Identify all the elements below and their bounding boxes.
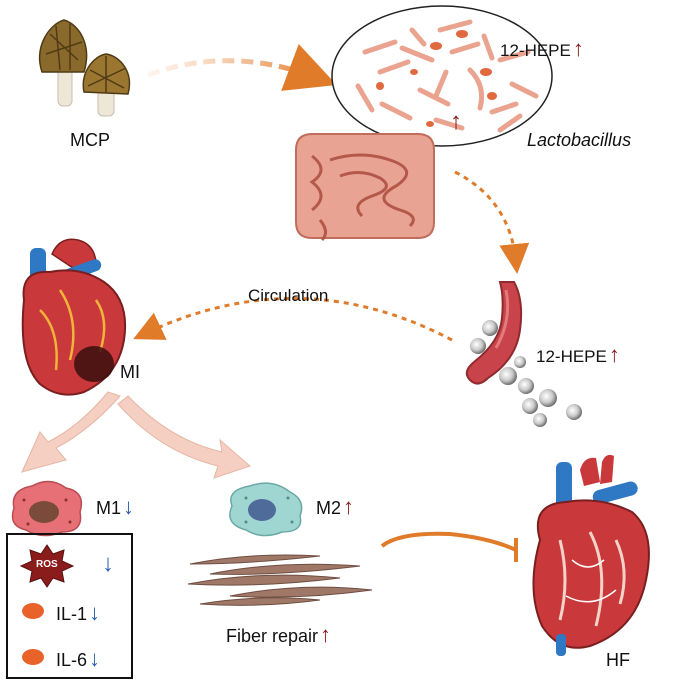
bacteria-up-arrow-icon: ↑: [450, 108, 462, 135]
mcp-label: MCP: [70, 130, 110, 150]
intestine-icon: [295, 133, 435, 242]
down-arrow-icon: ↓: [123, 494, 135, 519]
lactobacillus-label: Lactobacillus: [527, 130, 632, 150]
mi-to-m2-arrow: [117, 395, 251, 479]
il-1-dot-icon: [22, 603, 44, 619]
ros-label: ROS: [36, 559, 58, 570]
up-arrow-icon: ↑: [343, 494, 355, 519]
m2-macrophage-icon: [229, 482, 303, 537]
morel-mushroom-icon: [38, 19, 131, 117]
bacteria-to-vessel-arrow: [454, 170, 530, 274]
down-arrow-icon: ↓: [89, 600, 101, 625]
hf-label: HF: [606, 650, 630, 670]
mcp-to-bacteria-arrow: [147, 44, 337, 91]
il-6-label: IL-6↓: [56, 646, 101, 671]
circulation-arrow: [133, 296, 453, 342]
circulation-label: Circulation: [248, 286, 329, 305]
up-arrow-icon: ↑: [608, 342, 620, 367]
fibroblast-fibers-icon: [187, 554, 373, 606]
il-6-dot-icon: [22, 649, 44, 665]
mi-to-m1-arrow: [21, 391, 121, 473]
down-arrow-icon: ↓: [89, 646, 101, 671]
failing-heart-icon: [532, 454, 650, 656]
gut-microbiota-circle: [331, 5, 553, 147]
infarcted-heart-icon: [21, 238, 127, 396]
12-hepe-molecules-icon: [470, 320, 582, 427]
ros-down-arrow-icon: ↓: [102, 550, 114, 577]
fiber-repair-label: Fiber repair↑: [226, 622, 332, 647]
hepe-top-label: 12-HEPE↑: [500, 36, 584, 61]
inhibition-line: [380, 531, 518, 562]
il-1-label: IL-1↓: [56, 600, 101, 625]
m2-label: M2↑: [316, 494, 355, 519]
hepe-vessel-label: 12-HEPE↑: [536, 342, 620, 367]
up-arrow-icon: ↑: [320, 622, 332, 647]
m1-label: M1↓: [96, 494, 135, 519]
blood-vessel-icon: [465, 281, 523, 385]
mi-label: MI: [120, 362, 140, 382]
ros-star-icon: [19, 544, 75, 588]
cytokine-legend-box: [6, 533, 133, 679]
m1-macrophage-icon: [11, 480, 83, 537]
up-arrow-icon: ↑: [572, 36, 584, 61]
